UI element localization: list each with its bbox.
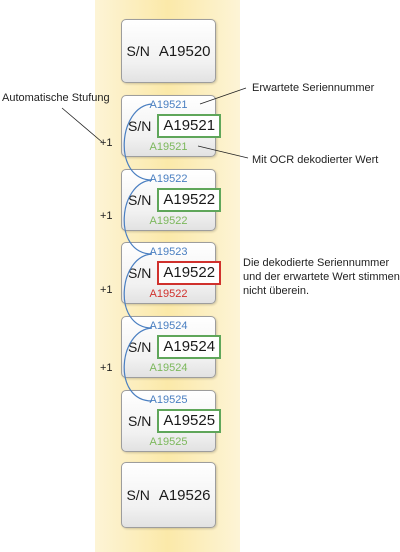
serial-prefix: S/N bbox=[128, 118, 152, 134]
increment-arc bbox=[123, 327, 153, 402]
ocr-region-mismatch: A19522 bbox=[157, 261, 222, 285]
ocr-row: S/N A19522 bbox=[128, 261, 222, 285]
decoded-serial: A19522 bbox=[149, 215, 188, 227]
auto-increment-annotation: Automatische Stufung bbox=[2, 92, 110, 104]
serial-value: A19520 bbox=[158, 42, 211, 60]
increment-arc bbox=[123, 103, 153, 181]
decoded-serial-mismatch: A19522 bbox=[149, 288, 188, 300]
ocr-row: S/N A19524 bbox=[128, 335, 222, 359]
increment-step-label: +1 bbox=[100, 137, 113, 149]
serial-prefix: S/N bbox=[126, 487, 150, 503]
ocr-row: S/N A19522 bbox=[128, 188, 222, 212]
mismatch-note: Die dekodierte Seriennummer und der erwa… bbox=[243, 257, 400, 297]
ocr-region-match: A19524 bbox=[157, 335, 222, 359]
increment-arc bbox=[123, 253, 153, 329]
increment-step-label: +1 bbox=[100, 284, 113, 296]
serial-prefix: S/N bbox=[128, 339, 152, 355]
ocr-row: S/N A19525 bbox=[128, 409, 222, 433]
ocr-row: S/N A19521 bbox=[128, 114, 222, 138]
expected-serial-annotation: Erwartete Seriennummer bbox=[252, 82, 375, 94]
expected-serial: A19522 bbox=[149, 173, 188, 185]
expected-serial: A19525 bbox=[149, 394, 188, 406]
ocr-decoded-annotation: Mit OCR dekodierter Wert bbox=[252, 154, 379, 166]
increment-arc bbox=[123, 179, 153, 255]
ocr-region-match: A19522 bbox=[157, 188, 222, 212]
ocr-region-match: A19525 bbox=[157, 409, 222, 433]
serial-row: S/N A19526 bbox=[122, 463, 215, 527]
serial-label-mismatch: A19523 S/N A19522 A19522 bbox=[121, 242, 222, 304]
auto-increment-pointer-line bbox=[61, 107, 103, 143]
increment-step-label: +1 bbox=[100, 210, 113, 222]
serial-prefix: S/N bbox=[126, 43, 150, 59]
expected-serial: A19521 bbox=[149, 99, 188, 111]
expected-serial: A19523 bbox=[149, 246, 188, 258]
decoded-serial: A19521 bbox=[149, 141, 188, 153]
serial-prefix: S/N bbox=[128, 265, 152, 281]
serial-label-plain: S/N A19526 bbox=[121, 462, 216, 528]
ocr-decoded-pointer-line bbox=[197, 145, 249, 159]
serial-label: A19525 S/N A19525 A19525 bbox=[121, 390, 222, 452]
expected-serial-pointer-line bbox=[199, 87, 247, 105]
serial-prefix: S/N bbox=[128, 192, 152, 208]
increment-step-label: +1 bbox=[100, 362, 113, 374]
serial-label-plain: S/N A19520 bbox=[121, 19, 216, 83]
expected-serial: A19524 bbox=[149, 320, 188, 332]
serial-row: S/N A19520 bbox=[122, 20, 215, 82]
ocr-region-match: A19521 bbox=[157, 114, 222, 138]
decoded-serial: A19524 bbox=[149, 362, 188, 374]
serial-value: A19526 bbox=[158, 486, 211, 504]
serial-prefix: S/N bbox=[128, 413, 152, 429]
decoded-serial: A19525 bbox=[149, 436, 188, 448]
serial-label: A19524 S/N A19524 A19524 bbox=[121, 316, 222, 378]
serial-label: A19522 S/N A19522 A19522 bbox=[121, 169, 222, 231]
